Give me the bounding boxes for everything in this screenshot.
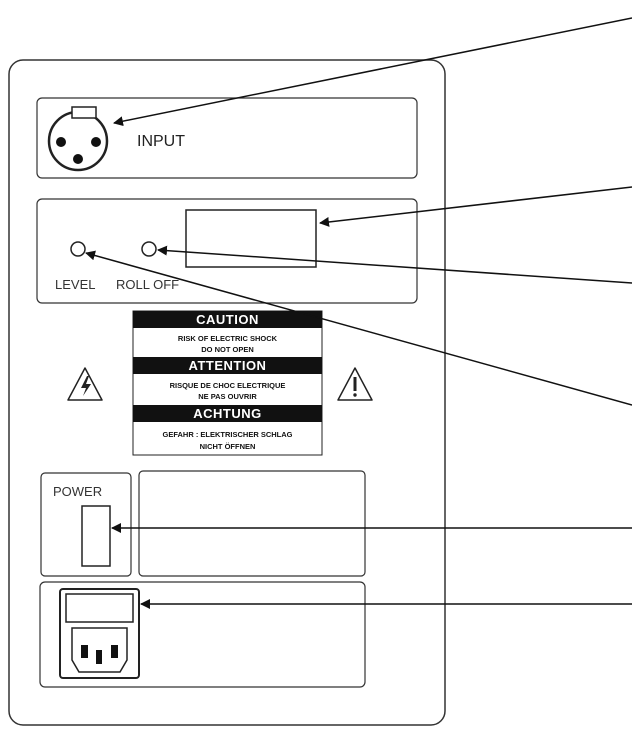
caution-title: CAUTION	[196, 312, 259, 327]
display-window	[185, 209, 317, 268]
attention-title: ATTENTION	[189, 358, 267, 373]
level-label: LEVEL	[55, 277, 95, 292]
level-knob[interactable]	[70, 241, 86, 257]
blank-section	[138, 470, 366, 577]
caution-line-1: RISK OF ELECTRIC SHOCK	[178, 334, 278, 343]
exclamation-warning-icon	[337, 367, 373, 401]
achtung-title: ACHTUNG	[193, 406, 262, 421]
high-voltage-warning-icon	[67, 367, 103, 401]
input-label: INPUT	[137, 133, 185, 150]
attention-line-1: RISQUE DE CHOC ELECTRIQUE	[170, 381, 286, 390]
roll-off-label: ROLL OFF	[116, 277, 179, 292]
xlr-input-connector[interactable]	[47, 106, 109, 172]
callout-lines	[85, 17, 632, 609]
achtung-line-2: NICHT ÖFFNEN	[200, 442, 256, 451]
callout-display	[319, 186, 632, 227]
callout-level	[85, 250, 632, 406]
power-switch[interactable]	[81, 505, 111, 567]
achtung-line-1: GEFAHR : ELEKTRISCHER SCHLAG	[162, 430, 292, 439]
input-section	[36, 97, 418, 179]
callout-roll-off	[157, 245, 632, 284]
roll-off-knob[interactable]	[141, 241, 157, 257]
caution-line-2: DO NOT OPEN	[201, 345, 254, 354]
attention-line-2: NE PAS OUVRIR	[198, 392, 257, 401]
warning-label: CAUTION RISK OF ELECTRIC SHOCK DO NOT OP…	[132, 310, 323, 456]
power-label: POWER	[53, 484, 102, 499]
ac-power-inlet[interactable]	[59, 588, 140, 679]
callout-input	[113, 17, 632, 127]
